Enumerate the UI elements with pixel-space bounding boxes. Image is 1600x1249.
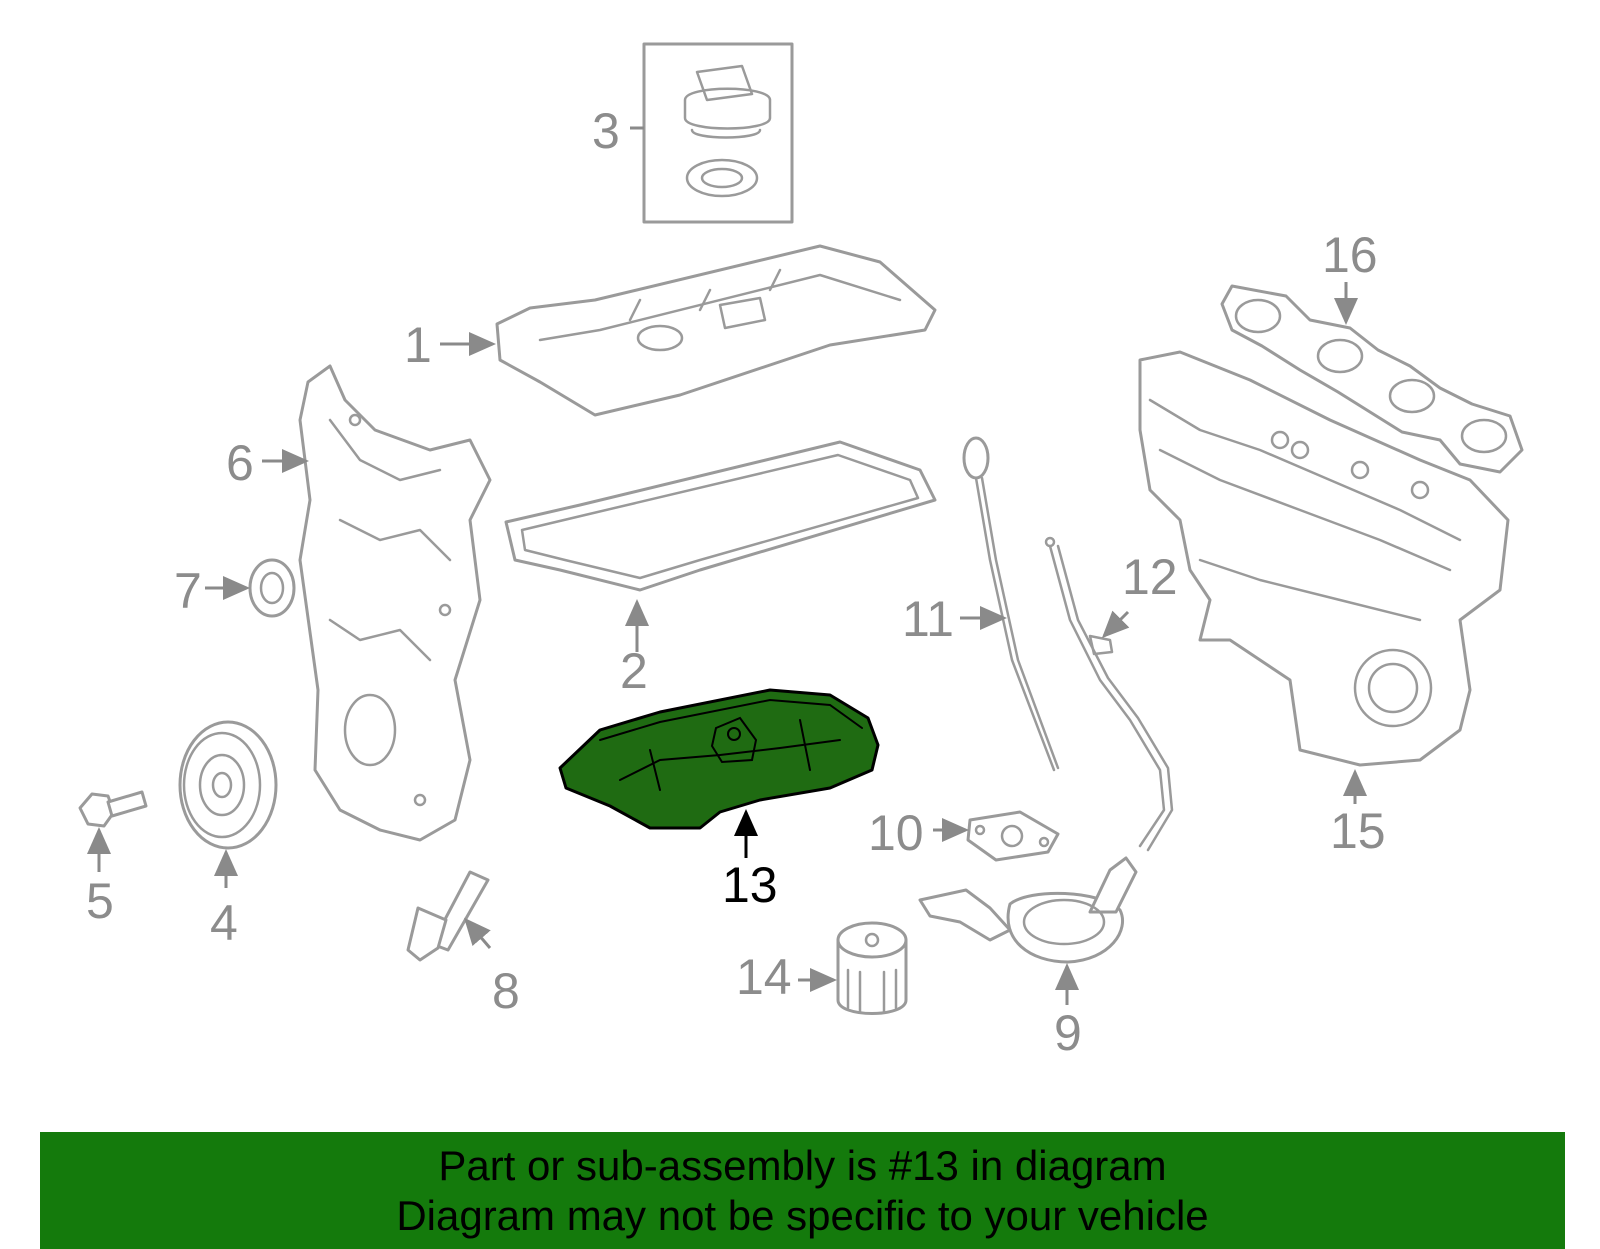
part-6-timing-cover[interactable] xyxy=(262,364,492,842)
banner-line-part: Part or sub-assembly is #13 in diagram xyxy=(438,1141,1167,1189)
callout-8: 8 xyxy=(492,963,520,1019)
callout-2: 2 xyxy=(620,643,648,699)
part-15-intake-manifold[interactable] xyxy=(1138,350,1510,804)
callout-1: 1 xyxy=(404,317,432,373)
callout-7: 7 xyxy=(174,563,202,619)
part-13-oil-pan[interactable] xyxy=(558,688,880,858)
part-4-crankshaft-pulley[interactable] xyxy=(178,720,278,888)
callout-10: 10 xyxy=(868,805,924,861)
callout-6: 6 xyxy=(226,435,254,491)
callout-5: 5 xyxy=(86,873,114,929)
part-14-oil-filter[interactable] xyxy=(798,921,908,1015)
part-10-gasket[interactable] xyxy=(933,810,1060,862)
part-2-gasket[interactable] xyxy=(504,440,937,652)
part-5-bolt[interactable] xyxy=(78,790,148,872)
callout-13: 13 xyxy=(722,857,778,913)
callout-3: 3 xyxy=(592,103,620,159)
part-12-dipstick-guide[interactable] xyxy=(1044,536,1174,852)
part-7-oil-seal[interactable] xyxy=(205,558,296,618)
banner-line-disclaimer: Diagram may not be specific to your vehi… xyxy=(396,1191,1209,1239)
callout-9: 9 xyxy=(1054,1005,1082,1061)
part-16-manifold-gasket[interactable] xyxy=(1220,282,1524,474)
info-banner: Part or sub-assembly is #13 in diagram D… xyxy=(40,1132,1565,1249)
callout-4: 4 xyxy=(210,895,238,951)
part-9-oil-strainer[interactable] xyxy=(918,856,1138,1005)
callout-11: 11 xyxy=(902,591,954,647)
callout-15: 15 xyxy=(1330,803,1386,859)
part-1-valve-cover[interactable] xyxy=(440,244,937,417)
part-11-dipstick[interactable] xyxy=(960,436,1060,772)
part-3-oil-filler-cap[interactable] xyxy=(630,42,794,224)
callout-16: 16 xyxy=(1322,227,1378,283)
part-8-sensor[interactable] xyxy=(406,870,492,962)
callout-12: 12 xyxy=(1122,549,1178,605)
callout-14: 14 xyxy=(736,949,792,1005)
